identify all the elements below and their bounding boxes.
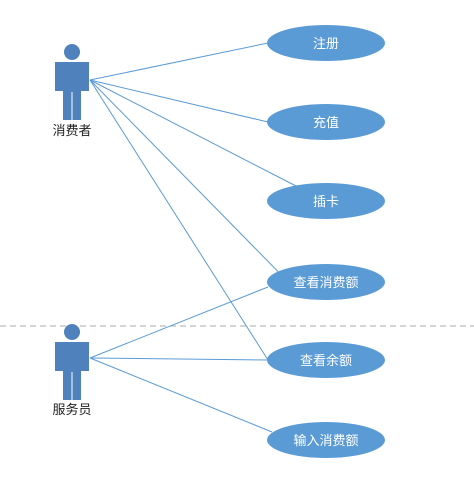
association-staff-view_balance (89, 357, 269, 361)
association-staff-input_spending (89, 357, 273, 433)
use-case-input-spending-label: 输入消费额 (293, 433, 358, 449)
person-icon (55, 44, 89, 120)
association-consumer-recharge (89, 79, 269, 123)
use-case-view-spending: 查看消费额 (267, 264, 385, 300)
actor-consumer-label: 消费者 (52, 124, 91, 139)
use-case-register-label: 注册 (313, 37, 339, 52)
use-case-insert-card: 插卡 (267, 183, 385, 219)
use-case-insert-card-label: 插卡 (313, 195, 339, 210)
person-icon (55, 324, 89, 400)
actor-consumer: 消费者 (52, 44, 92, 139)
association-consumer-view_spending (89, 79, 303, 297)
use-case-recharge: 充值 (267, 104, 385, 140)
use-case-register: 注册 (267, 25, 385, 61)
association-consumer-register (89, 42, 269, 81)
use-case-view-balance-label: 查看余额 (300, 353, 352, 369)
association-staff-view_spending (89, 286, 269, 359)
associations-layer (89, 42, 303, 433)
use-case-view-balance: 查看余额 (267, 342, 385, 378)
actor-staff: 服务员 (52, 324, 92, 418)
association-consumer-insert_card (89, 79, 297, 187)
association-consumer-view_balance (89, 79, 269, 361)
use-case-view-spending-label: 查看消费额 (293, 275, 358, 291)
use-case-input-spending: 输入消费额 (267, 422, 385, 458)
use-case-recharge-label: 充值 (313, 115, 339, 131)
actor-staff-label: 服务员 (52, 402, 91, 418)
